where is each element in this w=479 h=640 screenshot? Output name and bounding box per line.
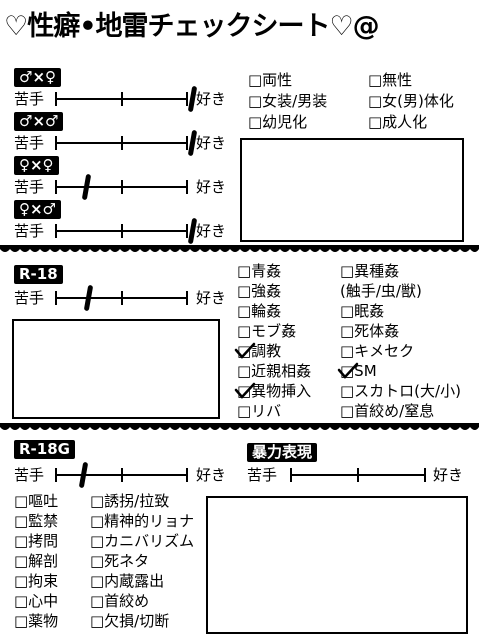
checkbox-yakubutsu[interactable]: □薬物 xyxy=(14,612,59,630)
dislike-label: 苦手 xyxy=(14,178,45,196)
dislike-label: 苦手 xyxy=(247,466,278,484)
pairing-scale[interactable] xyxy=(55,173,188,201)
checkbox-goukan[interactable]: □強姦 xyxy=(237,282,282,300)
dislike-label: 苦手 xyxy=(14,222,45,240)
checkbox-ibutsu[interactable]: □異物挿入 xyxy=(234,381,311,401)
checkbox-nyotaika[interactable]: □女(男)体化 xyxy=(368,92,454,110)
dislike-label: 苦手 xyxy=(14,466,45,484)
dislike-label: 苦手 xyxy=(14,289,45,307)
like-label: 好き xyxy=(196,466,227,484)
checkbox-rinkan[interactable]: □輪姦 xyxy=(237,302,282,320)
checkbox-kousoku[interactable]: □拘束 xyxy=(14,572,59,590)
notes-box-r18g[interactable] xyxy=(206,496,468,634)
checkbox-kaibou[interactable]: □解剖 xyxy=(14,552,59,570)
r18g-scale[interactable] xyxy=(55,461,188,489)
page-title: ♡性癖•地雷チェックシート♡@ xyxy=(4,11,380,42)
checkbox-mobkan[interactable]: □モブ姦 xyxy=(237,322,297,340)
pairing-tag-ff: ♀×♀ xyxy=(14,156,59,175)
checkbox-minkan[interactable]: □眠姦 xyxy=(340,302,385,320)
checkbox-riba[interactable]: □リバ xyxy=(237,402,282,420)
checkbox-seijinka[interactable]: □成人化 xyxy=(368,113,428,131)
like-label: 好き xyxy=(196,134,227,152)
ishukan-detail: (触手/虫/獣) xyxy=(340,282,422,300)
checkbox-outo[interactable]: □嘔吐 xyxy=(14,492,59,510)
notes-box-pairings[interactable] xyxy=(240,138,464,242)
like-label: 好き xyxy=(196,178,227,196)
checkbox-kimeseku[interactable]: □キメセク xyxy=(340,342,415,360)
r18-scale[interactable] xyxy=(55,284,188,312)
r18-tag: R-18 xyxy=(14,265,63,284)
pairing-scale[interactable] xyxy=(55,129,198,157)
violence-tag: 暴力表現 xyxy=(247,443,318,462)
checkbox-musei[interactable]: □無性 xyxy=(368,71,413,89)
checkbox-seishin-ryona[interactable]: □精神的リョナ xyxy=(90,512,195,530)
checkbox-kesson[interactable]: □欠損/切断 xyxy=(90,612,170,630)
r18-column-2: □異種姦 (触手/虫/獣) □眠姦 □死体姦 □キメセク □SM □スカトロ(大… xyxy=(337,261,461,421)
r18g-tag: R-18G xyxy=(14,440,75,459)
pairing-scale[interactable] xyxy=(55,85,198,113)
checkbox-choukyou[interactable]: □調教 xyxy=(234,341,311,361)
checkbox-kubishime[interactable]: □首絞め xyxy=(90,592,150,610)
checkbox-cannibalism[interactable]: □カニバリズム xyxy=(90,532,195,550)
check-mark-icon xyxy=(337,362,359,379)
pairing-tag-mm: ♂×♂ xyxy=(14,112,64,131)
check-mark-icon xyxy=(234,382,256,399)
pairing-tag-fm: ♀×♂ xyxy=(14,200,62,219)
checkbox-youjika[interactable]: □幼児化 xyxy=(248,113,308,131)
like-label: 好き xyxy=(433,466,464,484)
r18g-column-1: □嘔吐 □監禁 □拷問 □解剖 □拘束 □心中 □薬物 xyxy=(14,491,58,631)
pairing-tag-mf: ♂×♀ xyxy=(14,68,62,87)
like-label: 好き xyxy=(196,90,227,108)
checkbox-kankin[interactable]: □監禁 xyxy=(14,512,59,530)
like-label: 好き xyxy=(196,289,227,307)
checkbox-kinshin[interactable]: □近親相姦 xyxy=(237,362,312,380)
checkbox-ishukan[interactable]: □異種姦 xyxy=(340,262,400,280)
check-mark-icon xyxy=(234,342,256,359)
pairing-scale[interactable] xyxy=(55,217,198,245)
checkbox-ryousei[interactable]: □両性 xyxy=(248,71,293,89)
checkbox-naizou[interactable]: □内蔵露出 xyxy=(90,572,165,590)
notes-box-r18[interactable] xyxy=(12,319,220,419)
violence-scale[interactable] xyxy=(290,467,426,483)
checkbox-shitaikan[interactable]: □死体姦 xyxy=(340,322,400,340)
checkbox-scat[interactable]: □スカトロ(大/小) xyxy=(340,382,461,400)
checkbox-sm[interactable]: □SM xyxy=(337,361,461,381)
checkbox-josou[interactable]: □女装/男装 xyxy=(248,92,328,110)
dislike-label: 苦手 xyxy=(14,90,45,108)
checkbox-kubishime-chissoku[interactable]: □首絞め/窒息 xyxy=(340,402,435,420)
checkbox-shinjuu[interactable]: □心中 xyxy=(14,592,59,610)
checkbox-shineta[interactable]: □死ネタ xyxy=(90,552,150,570)
dislike-label: 苦手 xyxy=(14,134,45,152)
like-label: 好き xyxy=(196,222,227,240)
checkbox-goumon[interactable]: □拷問 xyxy=(14,532,59,550)
checkbox-yuukai[interactable]: □誘拐/拉致 xyxy=(90,492,170,510)
scalloped-divider xyxy=(0,423,479,430)
r18-column-1: □青姦 □強姦 □輪姦 □モブ姦 □調教 □近親相姦 □異物挿入 □リバ xyxy=(234,261,312,421)
scalloped-divider xyxy=(0,245,479,252)
checkbox-aokan[interactable]: □青姦 xyxy=(237,262,282,280)
r18g-column-2: □誘拐/拉致 □精神的リョナ □カニバリズム □死ネタ □内蔵露出 □首絞め □… xyxy=(90,491,194,631)
